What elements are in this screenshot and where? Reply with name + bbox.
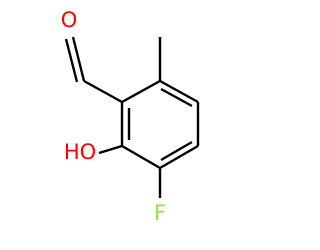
aldehyde-carbon-bond	[83, 79, 123, 104]
ring-bond-c5-c6	[121, 144, 161, 170]
aldehyde-oxygen-label: O	[61, 8, 78, 32]
molecule-structure: O HO F	[61, 8, 200, 225]
ring-bond-c4-c5-inner	[160, 140, 193, 162]
ring-bond-c2-c3-inner	[160, 87, 193, 108]
fluorine-label: F	[154, 201, 166, 225]
carbonyl-double-bond-a	[71, 36, 86, 82]
ring-bond-c4-c5	[159, 144, 199, 170]
hydroxyl-bond	[98, 144, 123, 155]
carbonyl-double-bond-b	[64, 38, 79, 83]
hydroxyl-label: HO	[64, 140, 96, 164]
ring-bond-c2-c3	[159, 79, 199, 104]
ring-bond-c1-c2	[121, 79, 161, 104]
